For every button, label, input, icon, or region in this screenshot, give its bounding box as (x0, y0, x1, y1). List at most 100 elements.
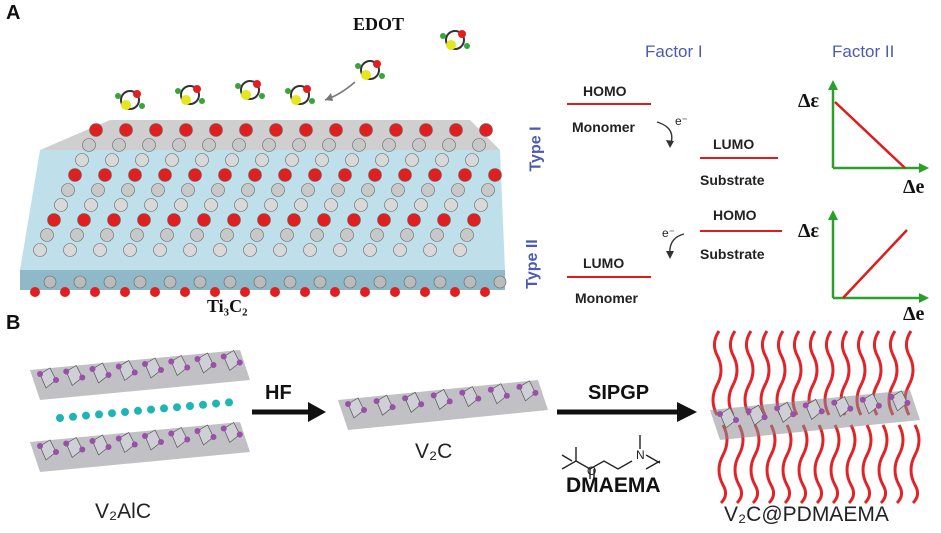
atom (142, 138, 156, 152)
atom (103, 275, 117, 289)
atom (93, 243, 107, 257)
atom (234, 198, 248, 212)
sipgp-label: SIPGP (588, 382, 650, 404)
atom (70, 228, 84, 242)
atom (53, 377, 59, 383)
atom (130, 228, 144, 242)
atom (168, 430, 175, 437)
mxene-layer (30, 422, 250, 472)
hydrogen-atom (259, 93, 265, 99)
atom (115, 363, 122, 370)
atom (269, 123, 283, 137)
factor-1-heading: Factor I (645, 42, 703, 61)
edot-ring (360, 60, 380, 80)
polymer-chain (733, 424, 745, 505)
polymer-chain (717, 424, 729, 505)
atom (888, 393, 895, 400)
atom (352, 138, 366, 152)
edot-ring (290, 85, 310, 105)
atom (160, 228, 174, 242)
polymer-chain (797, 424, 809, 505)
atom (390, 287, 400, 297)
type1-lumo-label: LUMO (713, 136, 755, 152)
atom (194, 356, 201, 362)
al-atom (82, 411, 90, 420)
atom (818, 408, 825, 415)
atom (79, 446, 86, 453)
al-atom (212, 399, 220, 408)
type2-lumo-level (567, 276, 651, 278)
polymer-chain (711, 330, 723, 416)
atom (303, 243, 317, 257)
atom (382, 138, 396, 152)
polymer-chain (861, 424, 873, 505)
type1-homo-label: HOMO (583, 83, 627, 99)
atom (236, 359, 243, 366)
type1-lumo-level (700, 157, 778, 159)
polymer-chain (813, 424, 825, 505)
atom (223, 275, 237, 289)
atom (188, 168, 202, 182)
type-1-label: Type I (527, 126, 545, 172)
atom (270, 287, 280, 297)
atom (301, 183, 315, 197)
atom (294, 198, 308, 212)
atom (331, 183, 345, 197)
atom (167, 213, 181, 227)
atom (802, 402, 809, 409)
atom (414, 198, 428, 212)
type1-substrate-label: Substrate (700, 172, 765, 188)
atom (179, 123, 193, 137)
factor2-plot-1 (828, 80, 929, 173)
atom (114, 198, 128, 212)
type1-electron: e⁻ (675, 114, 689, 128)
atom (398, 168, 412, 182)
atom (149, 123, 163, 137)
atom (262, 138, 276, 152)
atom (418, 401, 425, 408)
polymer-chain (845, 424, 857, 505)
atom (361, 407, 367, 413)
atom (745, 408, 752, 415)
atom (859, 396, 866, 403)
atom (61, 183, 75, 197)
atom (459, 389, 466, 396)
polymer-chain (749, 424, 761, 505)
atom (421, 183, 435, 197)
al-atom (199, 400, 207, 409)
atom (393, 243, 407, 257)
atom (345, 401, 351, 407)
atom (105, 372, 112, 378)
atom (253, 275, 267, 289)
atom (308, 168, 322, 182)
atom (391, 183, 405, 197)
ti3c2-slab-illustration (20, 30, 507, 297)
atom (375, 153, 389, 167)
polymer-chain (893, 424, 905, 505)
atom (474, 198, 488, 212)
atom (487, 386, 494, 393)
atom (343, 275, 357, 289)
polymer-chain (727, 330, 739, 416)
edot-ring (180, 85, 200, 105)
atom (75, 153, 89, 167)
atom (89, 366, 96, 372)
atom (133, 275, 147, 289)
type2-lumo-label: LUMO (583, 255, 625, 271)
atom (790, 411, 797, 418)
atom (60, 287, 70, 297)
atom (225, 153, 239, 167)
type2-homo-label: HOMO (713, 207, 757, 223)
atom (774, 405, 781, 412)
atom (460, 228, 474, 242)
atom (310, 228, 324, 242)
atom (257, 213, 271, 227)
atom (453, 243, 467, 257)
atom (904, 399, 911, 406)
atom (105, 153, 119, 167)
atom (324, 198, 338, 212)
dmaema-ester-o: O (587, 464, 597, 478)
hf-arrow (252, 402, 326, 422)
polymer-chain (775, 330, 787, 416)
dmaema-structure (561, 435, 661, 479)
